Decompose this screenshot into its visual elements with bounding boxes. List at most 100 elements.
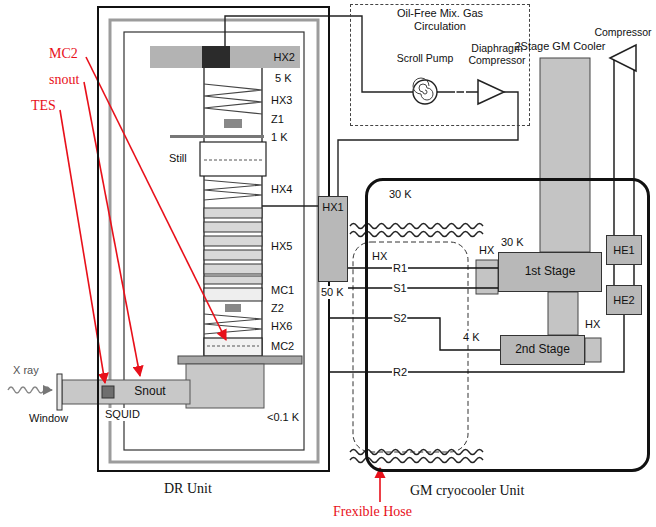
heat-exchanger: [476, 260, 498, 294]
temperature-label: 30 K: [388, 188, 413, 201]
node-label: GM cryocooler Unit: [410, 483, 524, 499]
return-line: [262, 205, 318, 206]
pipe-line: [330, 318, 500, 350]
node-label: Scroll Pump: [397, 52, 454, 64]
x-ray-window: [57, 374, 62, 410]
heat-exchanger-block: HX1: [318, 196, 348, 282]
heat-exchanger-bar: HX2: [150, 46, 300, 68]
heat-exchanger: [585, 338, 601, 362]
cooler-cylinder: [548, 292, 578, 335]
heat-exchanger-stack: [204, 222, 262, 232]
part-label: Window: [28, 412, 69, 425]
part-label: SQUID: [104, 408, 141, 421]
heat-exchanger-coil: [204, 314, 262, 334]
pipe-line: [457, 91, 465, 92]
heat-exchanger-stack: [204, 236, 262, 246]
hose-bellows: [350, 224, 483, 229]
heat-exchanger-stack: [204, 264, 262, 274]
gm-unit-housing: GM cryocooler Unit1st Stage2nd StageHE1H…: [365, 178, 650, 472]
hx-label: HX4: [270, 183, 293, 196]
callout-label: TES: [30, 98, 57, 114]
scroll-pump-symbol: [413, 80, 437, 104]
part-label: MC1: [270, 284, 295, 297]
mixing-chamber: [204, 288, 262, 301]
helium-line: [633, 70, 634, 235]
callout-label: Frexible Hose: [332, 504, 413, 520]
pipe-line: [613, 76, 614, 235]
hx-label: HX: [478, 244, 495, 257]
x-ray-beam: [8, 387, 52, 393]
heat-exchanger-block: HE2: [606, 285, 642, 315]
scroll-pump: Scroll Pump: [394, 50, 457, 108]
node-label: 2Stage GM Cooler: [514, 40, 605, 53]
heat-exchanger-coil: [204, 180, 262, 200]
node-label: Oil-Free Mix. Gas Circulation: [375, 7, 505, 32]
hx-label: HX5: [270, 240, 293, 253]
callout-arrow: [84, 82, 140, 376]
hose-outline: [353, 242, 468, 452]
liquid-level: [204, 160, 262, 161]
stage-label: Z2: [270, 302, 285, 315]
temperature-label: 5 K: [274, 72, 293, 85]
pipe-line: [613, 265, 614, 285]
node-label: DR Unit: [164, 481, 212, 497]
radiation-shield: [110, 20, 318, 462]
callout-label: MC2: [48, 46, 79, 62]
line-label: S1: [392, 282, 407, 295]
line-label: R1: [392, 262, 408, 275]
node-label: Snout: [134, 385, 165, 399]
line-label: S2: [392, 312, 407, 325]
hose-bellows: [350, 458, 483, 463]
cold-finger: [186, 364, 264, 408]
temperature-label: 50 K: [320, 286, 345, 299]
node-label: 2nd Stage: [515, 343, 570, 357]
snout-tube: Snout: [110, 380, 190, 404]
still-pot: [200, 142, 266, 176]
tes-sensor: [102, 386, 114, 398]
pipe-line: [348, 287, 498, 288]
pipe-line: [348, 267, 498, 268]
compressor-symbol: [478, 80, 504, 104]
hose-bellows: [350, 232, 483, 237]
heat-exchanger-stack: [204, 276, 262, 284]
gas-circulation-box: Oil-Free Mix. Gas CirculationScroll Pump…: [350, 4, 530, 126]
pump-line: [466, 91, 478, 92]
cooler-cylinder: [540, 58, 590, 252]
liquid-level: [207, 346, 259, 347]
callout-label: snout: [48, 72, 80, 88]
hose-bellows: [350, 450, 483, 455]
part-label: Still: [168, 152, 188, 165]
hx-label: HX: [584, 318, 601, 331]
gm-cooler: 2Stage GM Cooler: [511, 38, 609, 150]
cold-stage: 2nd Stage: [500, 335, 585, 365]
heat-exchanger-block: HE1: [606, 235, 642, 265]
node-label: HX1: [322, 201, 343, 214]
line-label: R2: [392, 366, 408, 379]
node-label: HX2: [274, 51, 295, 64]
snout-bar: [62, 380, 190, 404]
hx-label: HX6: [270, 320, 293, 333]
impedance: [224, 119, 242, 128]
stage-plate: [178, 356, 302, 364]
radiation-shield: [124, 32, 304, 450]
scroll-spiral: [413, 78, 433, 100]
node-label: 1st Stage: [525, 265, 576, 279]
beam-label: X ray: [12, 364, 40, 377]
node-label: HE2: [613, 294, 634, 307]
heat-exchanger-coil: [204, 84, 262, 114]
heat-exchanger-stack: [204, 208, 262, 218]
temperature-label: 4 K: [462, 331, 481, 344]
helium-line: [613, 60, 614, 76]
node-label: Compressor: [594, 26, 651, 38]
helium-line: [633, 265, 634, 285]
heat-exchanger-stack: [204, 250, 262, 260]
temperature-label: 1 K: [270, 131, 289, 144]
cold-stage: 1st Stage: [498, 252, 602, 292]
impedance: [225, 304, 241, 312]
temperature-label: <0.1 K: [266, 411, 300, 424]
mixing-chamber: [204, 338, 262, 356]
node-label: HE1: [613, 244, 634, 257]
